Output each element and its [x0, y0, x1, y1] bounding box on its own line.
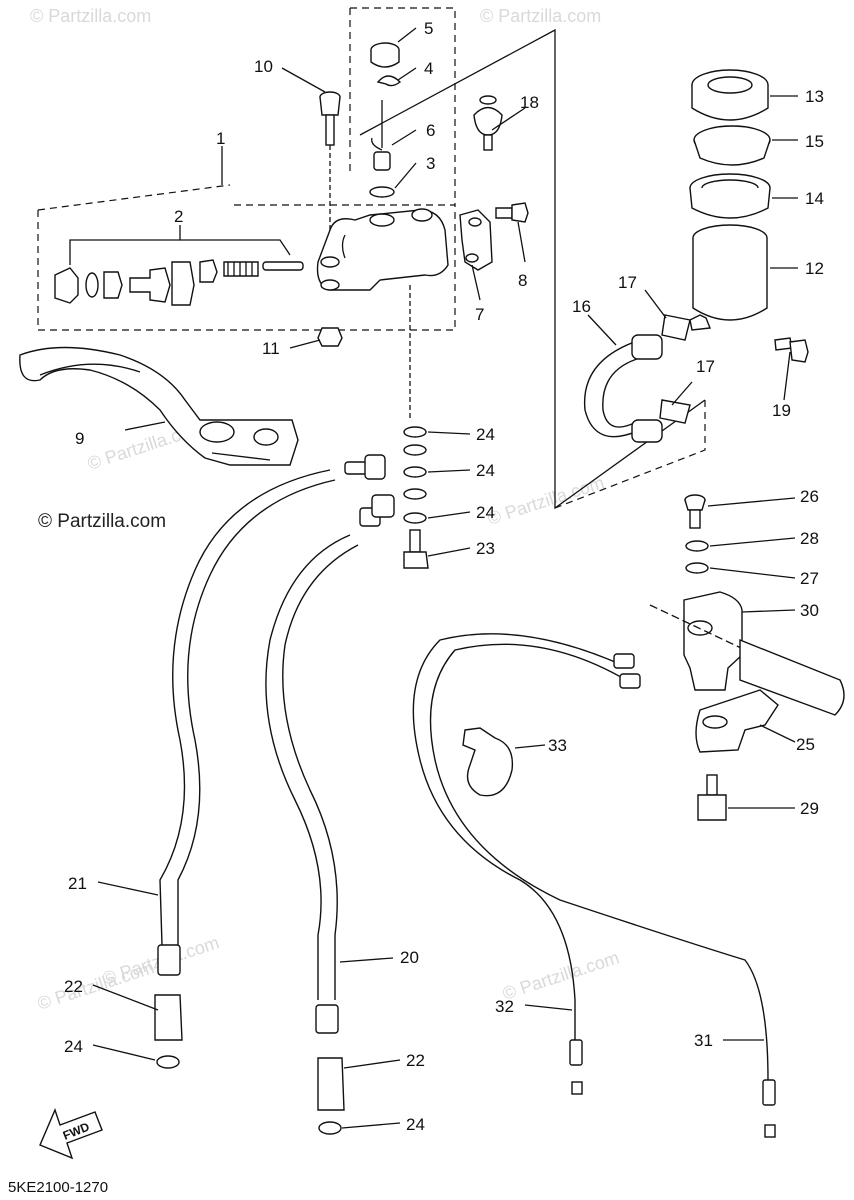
part-14-diaphragm — [689, 173, 771, 219]
part-30-throttle-housing — [683, 591, 743, 691]
watermark: © Partzilla.com — [500, 947, 622, 1004]
leader-lines — [69, 27, 798, 1129]
callout-24: 24 — [476, 461, 495, 480]
watermark: © Partzilla.com — [30, 6, 151, 26]
part-10-pivot-bolt — [319, 91, 341, 240]
part-28-washer — [685, 540, 709, 552]
part-20-brake-hose — [265, 494, 395, 1034]
fwd-arrow: FWD — [39, 1108, 103, 1160]
part-7-clamp-holder — [459, 209, 493, 271]
callout-4: 4 — [424, 59, 433, 78]
callout-25: 25 — [796, 735, 815, 754]
callout-10: 10 — [254, 57, 273, 76]
callout-19: 19 — [772, 401, 791, 420]
watermark-main: © Partzilla.com — [38, 511, 166, 532]
callout-9: 9 — [75, 429, 84, 448]
callout-12: 12 — [805, 259, 824, 278]
part-9-brake-lever — [19, 346, 299, 466]
watermark: © Partzilla.com — [480, 6, 601, 26]
part-29-screw — [697, 774, 727, 821]
callout-15: 15 — [805, 132, 824, 151]
part-6-push-rod — [371, 100, 391, 171]
callout-14: 14 — [805, 189, 824, 208]
part-19-screw — [774, 337, 809, 363]
part-24-gasket — [403, 444, 427, 456]
callout-20: 20 — [400, 948, 419, 967]
callout-24: 24 — [64, 1037, 83, 1056]
diagram-code: 5KE2100-1270 — [8, 1179, 108, 1196]
cap-kit-box — [349, 7, 456, 205]
part-3-o-ring — [369, 186, 395, 198]
callout-13: 13 — [805, 87, 824, 106]
part-16-reservoir-hose — [583, 334, 663, 443]
part-12-reservoir — [689, 224, 768, 331]
callout-29: 29 — [800, 799, 819, 818]
part-4-circlip — [376, 75, 402, 87]
part-24-gasket — [403, 512, 427, 524]
callout-18: 18 — [520, 93, 539, 112]
part-17-hose-clamp — [659, 399, 691, 424]
part-22-union — [154, 994, 183, 1041]
part-13-reservoir-cap — [691, 69, 769, 121]
callout-16: 16 — [572, 297, 591, 316]
part-18-union-bolt — [473, 95, 503, 151]
part-15-diaphragm-plate — [693, 125, 771, 166]
master-cylinder-kit-box — [37, 184, 456, 331]
part-25-throttle-housing-lower — [695, 689, 779, 753]
part-24-gasket — [318, 1121, 342, 1135]
master-cylinder-body — [316, 208, 449, 420]
part-33-cable-band — [462, 727, 514, 797]
part-24-gasket — [403, 466, 427, 478]
callout-28: 28 — [800, 529, 819, 548]
part-21-brake-hose — [157, 454, 386, 976]
callout-21: 21 — [68, 874, 87, 893]
throttle-grip — [649, 604, 845, 716]
part-23-union-bolt — [403, 529, 429, 569]
part-22-union — [317, 1057, 345, 1111]
part-24-gasket — [403, 488, 427, 500]
part-26-screw — [684, 494, 706, 529]
callout-27: 27 — [800, 569, 819, 588]
callout-24: 24 — [476, 425, 495, 444]
callout-11: 11 — [262, 339, 280, 358]
callout-8: 8 — [518, 271, 527, 290]
part-11-nut — [317, 327, 343, 347]
callout-32: 32 — [495, 997, 514, 1016]
part-32-throttle-cable — [412, 633, 635, 1095]
part-8-bolt — [495, 202, 529, 223]
callout-23: 23 — [476, 539, 495, 558]
callout-30: 30 — [800, 601, 819, 620]
callout-24: 24 — [476, 503, 495, 522]
callout-6: 6 — [426, 121, 435, 140]
callout-22: 22 — [406, 1051, 425, 1070]
callout-26: 26 — [800, 487, 819, 506]
callout-2: 2 — [174, 207, 183, 226]
callout-17: 17 — [696, 357, 715, 376]
callout-24: 24 — [406, 1115, 425, 1134]
part-27-washer — [685, 562, 709, 574]
callout-1: 1 — [216, 129, 225, 148]
part-24-gasket — [403, 426, 427, 438]
callout-7: 7 — [475, 305, 484, 324]
callout-31: 31 — [694, 1031, 713, 1050]
callout-33: 33 — [548, 736, 567, 755]
callout-17: 17 — [618, 273, 637, 292]
part-17-hose-clamp — [661, 314, 691, 341]
part-5-cap — [370, 42, 400, 68]
callout-5: 5 — [424, 19, 433, 38]
part-31-throttle-cable — [429, 643, 776, 1138]
callout-22: 22 — [64, 977, 83, 996]
part-24-gasket — [156, 1055, 180, 1069]
callout-3: 3 — [426, 154, 435, 173]
part-2-piston-kit — [54, 259, 304, 306]
reservoir-group-box — [359, 28, 706, 510]
watermark: © Partzilla.com — [485, 472, 607, 529]
